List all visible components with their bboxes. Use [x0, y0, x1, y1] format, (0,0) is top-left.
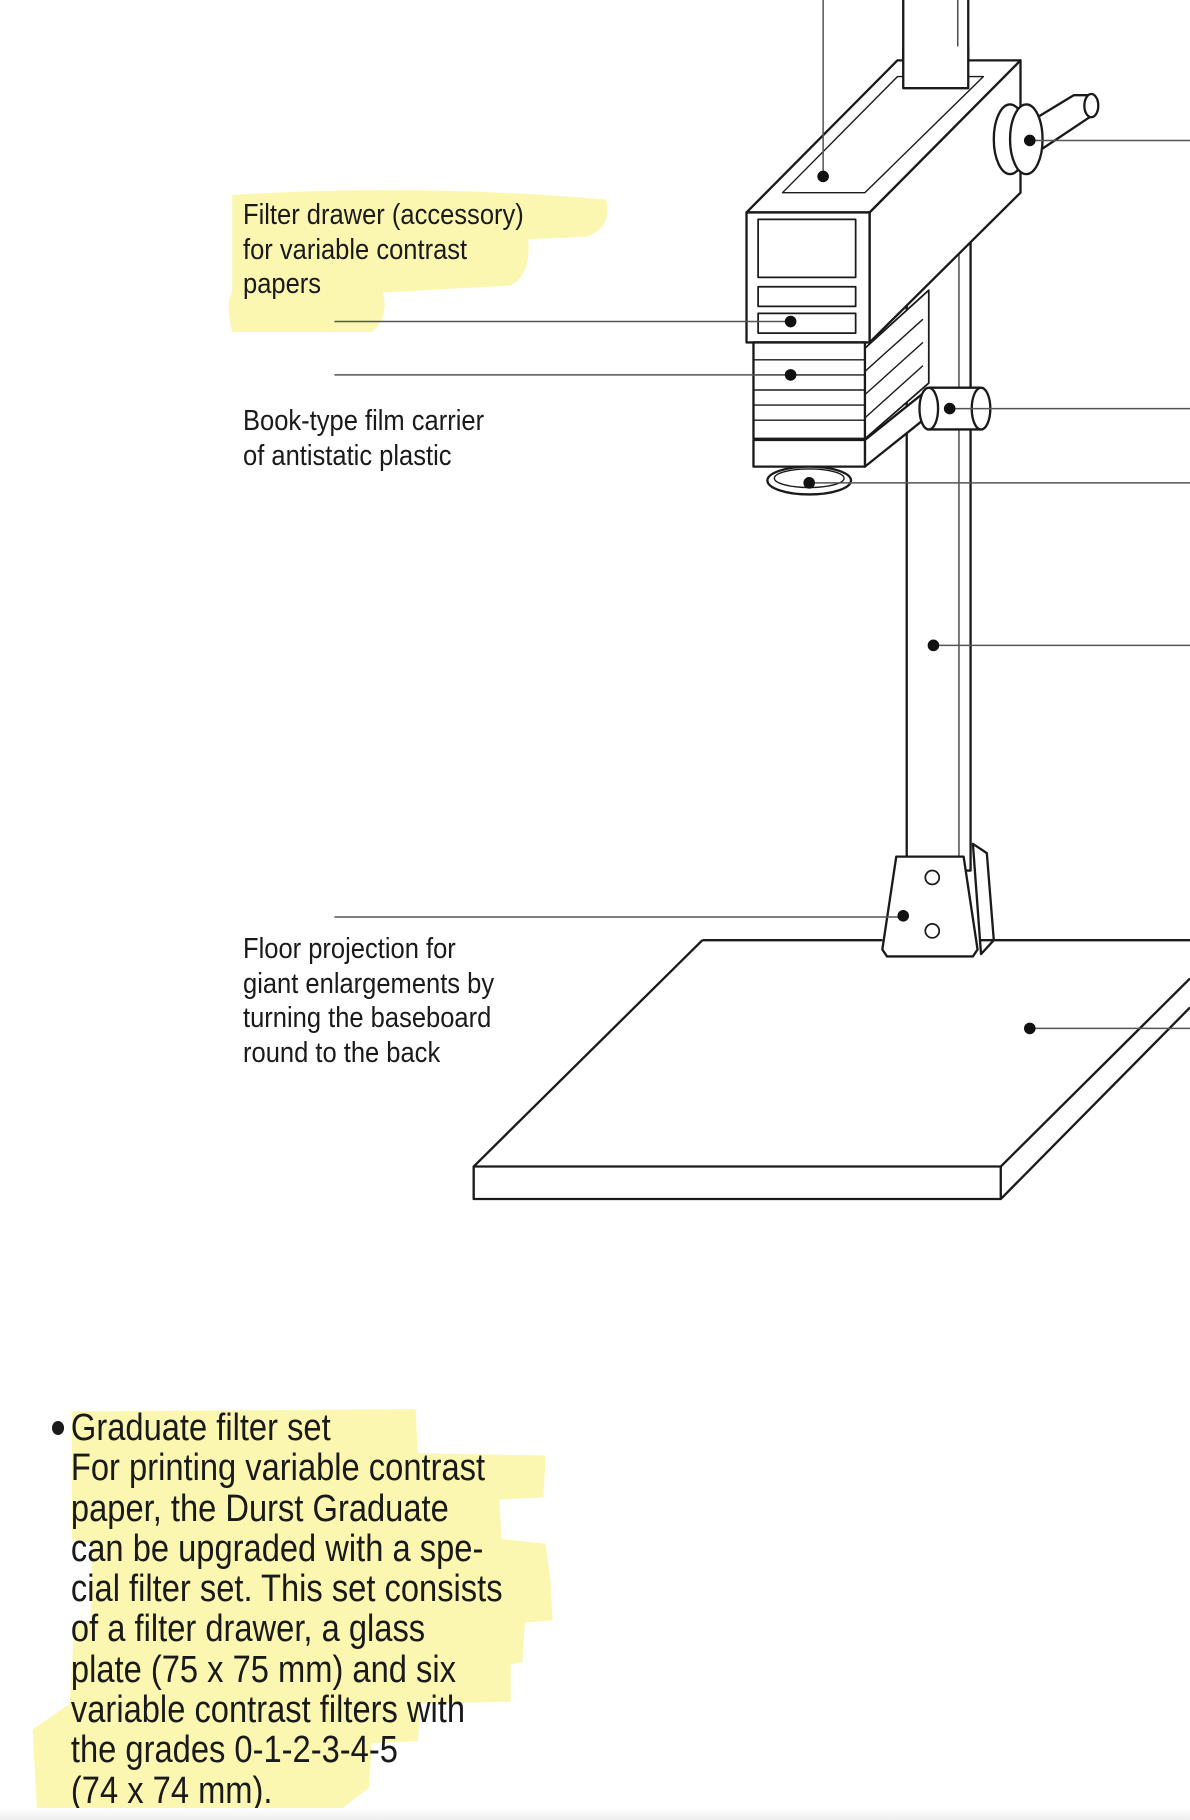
accessory-line: paper, the Durst Graduate	[70, 1487, 449, 1530]
callout-filter-drawer: Filter drawer (accessory) for variable c…	[243, 198, 524, 302]
accessory-line: For printing variable contrast	[70, 1447, 486, 1490]
callout-line: papers	[243, 268, 322, 300]
callout-dots	[784, 134, 1036, 1035]
callout-film-carrier: Book-type film carrier of antistatic pla…	[243, 404, 484, 473]
callout-line: for variable contrast	[243, 233, 468, 266]
callout-line: Floor projection for	[243, 933, 456, 965]
accessory-line: (74 x 74 mm).	[70, 1769, 273, 1812]
highlights	[32, 190, 608, 1814]
callout-line: round to the back	[243, 1036, 441, 1069]
callout-floor-projection: Floor projection for giant enlargements …	[243, 932, 494, 1070]
page-edge	[0, 1808, 1190, 1820]
callout-line: Filter drawer (accessory)	[243, 199, 524, 231]
accessory-bullet: Graduate filter set For printing variabl…	[52, 1408, 503, 1811]
accessory-line: of a filter drawer, a glass	[70, 1608, 426, 1651]
enlarger-lines	[472, 0, 1190, 1201]
callout-line: giant enlargements by	[243, 967, 495, 1000]
accessory-line: the grades 0-1-2-3-4-5	[70, 1729, 398, 1772]
leader-lines	[334, 0, 1190, 1030]
accessory-title: Graduate filter set	[70, 1407, 331, 1449]
callout-line: Book-type film carrier	[243, 405, 485, 437]
accessory-line: can be upgraded with a spe-	[70, 1527, 484, 1570]
callout-line: of antistatic plastic	[243, 439, 452, 472]
callout-line: turning the baseboard	[243, 1002, 492, 1034]
bullet-icon	[52, 1421, 65, 1435]
accessory-line: variable contrast filters with	[70, 1689, 466, 1732]
accessory-line: cial filter set. This set consists	[70, 1568, 503, 1611]
accessory-line: plate (75 x 75 mm) and six	[70, 1648, 456, 1691]
